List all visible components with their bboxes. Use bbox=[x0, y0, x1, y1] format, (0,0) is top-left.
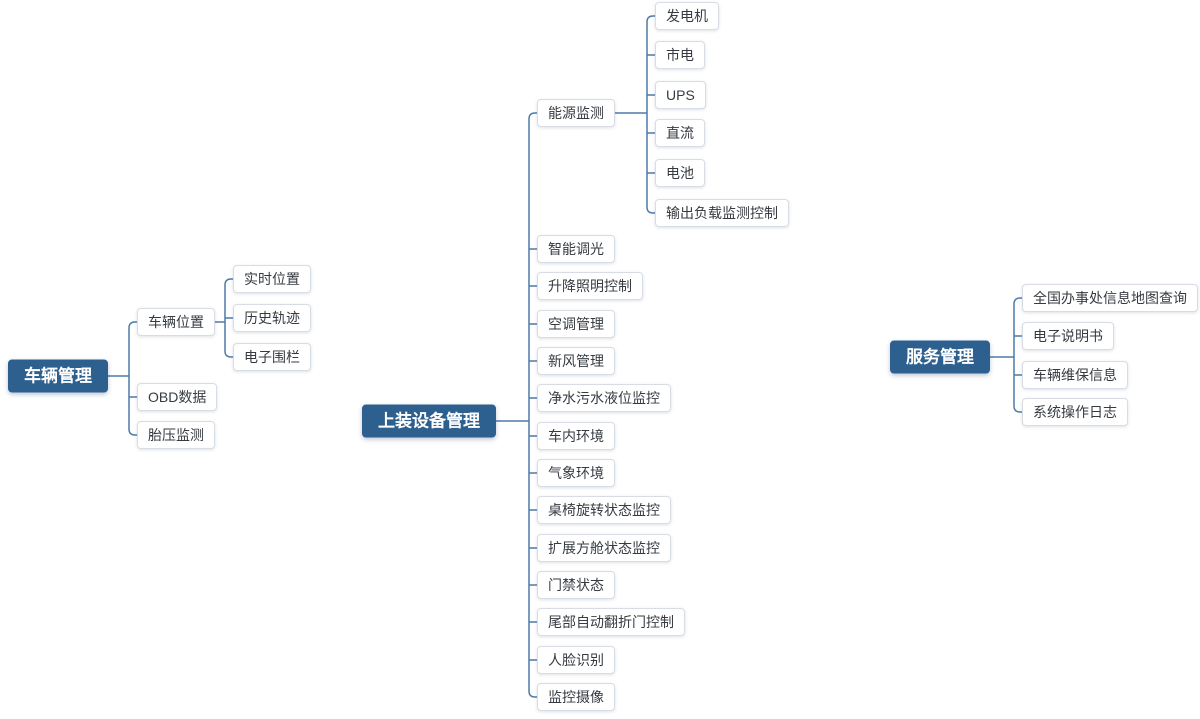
node-fresh-air-management[interactable]: 新风管理 bbox=[537, 347, 615, 375]
node-vehicle-location[interactable]: 车辆位置 bbox=[137, 308, 215, 336]
node-water-level-monitoring[interactable]: 净水污水液位监控 bbox=[537, 384, 671, 412]
node-face-recognition[interactable]: 人脸识别 bbox=[537, 646, 615, 674]
node-output-load-monitoring-control[interactable]: 输出负载监测控制 bbox=[655, 199, 789, 227]
node-rear-folding-door-control[interactable]: 尾部自动翻折门控制 bbox=[537, 608, 685, 636]
node-mains-power[interactable]: 市电 bbox=[655, 41, 705, 69]
node-dc-power[interactable]: 直流 bbox=[655, 119, 705, 147]
node-office-map-query[interactable]: 全国办事处信息地图查询 bbox=[1022, 284, 1198, 312]
node-e-manual[interactable]: 电子说明书 bbox=[1022, 322, 1114, 350]
node-obd-data[interactable]: OBD数据 bbox=[137, 383, 218, 411]
node-smart-dimming[interactable]: 智能调光 bbox=[537, 235, 615, 263]
node-equipment-management[interactable]: 上装设备管理 bbox=[362, 404, 496, 438]
node-service-management[interactable]: 服务管理 bbox=[890, 340, 990, 374]
node-ups[interactable]: UPS bbox=[655, 81, 706, 109]
node-desk-chair-rotation-status[interactable]: 桌椅旋转状态监控 bbox=[537, 496, 671, 524]
node-door-access-status[interactable]: 门禁状态 bbox=[537, 571, 615, 599]
node-system-operation-log[interactable]: 系统操作日志 bbox=[1022, 398, 1128, 426]
node-lift-lighting-control[interactable]: 升降照明控制 bbox=[537, 272, 643, 300]
node-tire-pressure-monitoring[interactable]: 胎压监测 bbox=[137, 421, 215, 449]
node-surveillance-camera[interactable]: 监控摄像 bbox=[537, 683, 615, 711]
node-battery[interactable]: 电池 bbox=[655, 159, 705, 187]
node-expansion-cabin-status[interactable]: 扩展方舱状态监控 bbox=[537, 534, 671, 562]
node-weather-environment[interactable]: 气象环境 bbox=[537, 459, 615, 487]
node-geofence[interactable]: 电子围栏 bbox=[233, 343, 311, 371]
node-cabin-environment[interactable]: 车内环境 bbox=[537, 422, 615, 450]
node-generator[interactable]: 发电机 bbox=[655, 2, 719, 30]
node-vehicle-management[interactable]: 车辆管理 bbox=[8, 359, 108, 393]
node-energy-monitoring[interactable]: 能源监测 bbox=[537, 99, 615, 127]
node-history-track[interactable]: 历史轨迹 bbox=[233, 304, 311, 332]
node-vehicle-maintenance-info[interactable]: 车辆维保信息 bbox=[1022, 361, 1128, 389]
node-ac-management[interactable]: 空调管理 bbox=[537, 310, 615, 338]
node-realtime-location[interactable]: 实时位置 bbox=[233, 265, 311, 293]
